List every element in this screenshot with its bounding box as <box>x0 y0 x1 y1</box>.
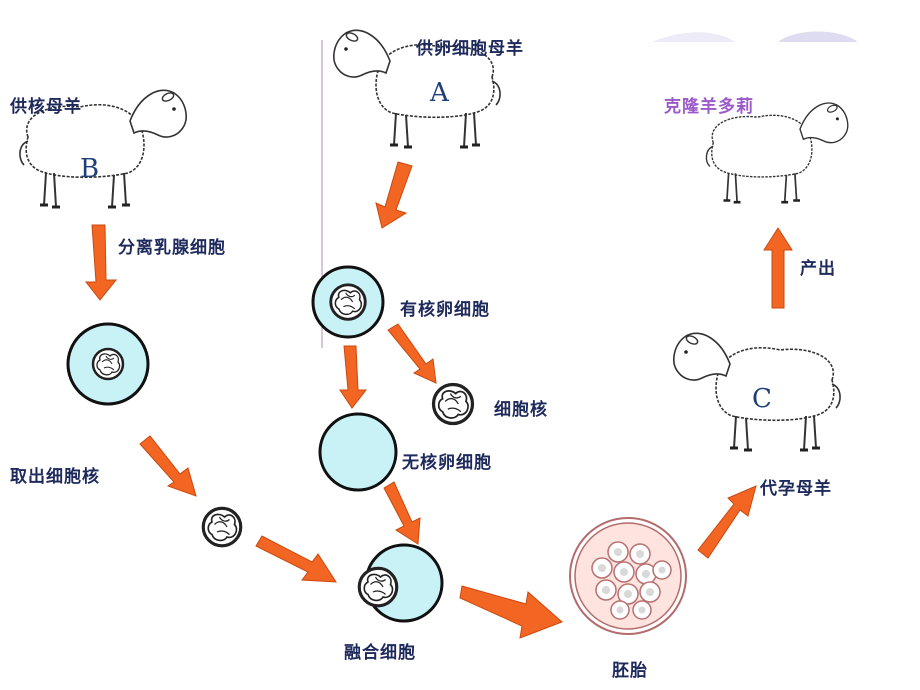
label-nucleus: 细胞核 <box>494 400 548 420</box>
label-fused-cell: 融合细胞 <box>344 643 416 663</box>
orange-arrow-icon <box>339 345 368 409</box>
sheep-icon <box>705 101 850 204</box>
label-donor-egg-sheep: 供卵细胞母羊 <box>416 39 524 59</box>
letter-a: A <box>430 78 449 108</box>
decorative-shapes <box>652 31 858 42</box>
nucleus-icon <box>431 382 475 426</box>
orange-arrow-icon <box>255 535 337 583</box>
label-separate-mammary: 分离乳腺细胞 <box>118 238 226 258</box>
embryo-icon <box>569 517 687 635</box>
letter-c: C <box>752 384 772 414</box>
label-clone-dolly: 克隆羊多莉 <box>664 97 754 117</box>
letter-b: B <box>80 154 100 184</box>
orange-arrow-icon <box>459 585 563 639</box>
orange-arrow-icon <box>383 481 421 545</box>
label-surrogate: 代孕母羊 <box>760 479 832 499</box>
label-nucleated-egg: 有核卵细胞 <box>400 300 490 320</box>
orange-arrow-icon <box>763 227 793 309</box>
nucleus-icon <box>201 506 243 548</box>
label-extract-nucleus: 取出细胞核 <box>10 467 100 487</box>
cell-icon <box>311 265 385 339</box>
orange-arrow-icon <box>387 323 437 384</box>
label-enucleated-egg: 无核卵细胞 <box>402 453 492 473</box>
orange-arrow-icon <box>84 224 118 301</box>
cell-icon <box>357 543 444 623</box>
orange-arrow-icon <box>697 485 757 559</box>
label-embryo: 胚胎 <box>612 661 648 681</box>
orange-arrow-icon <box>375 161 413 229</box>
cell-icon <box>318 412 398 492</box>
orange-arrow-icon <box>139 435 197 497</box>
label-birth: 产出 <box>800 259 836 279</box>
cell-icon <box>66 322 150 406</box>
label-donor-nucleus-sheep: 供核母羊 <box>10 97 82 117</box>
